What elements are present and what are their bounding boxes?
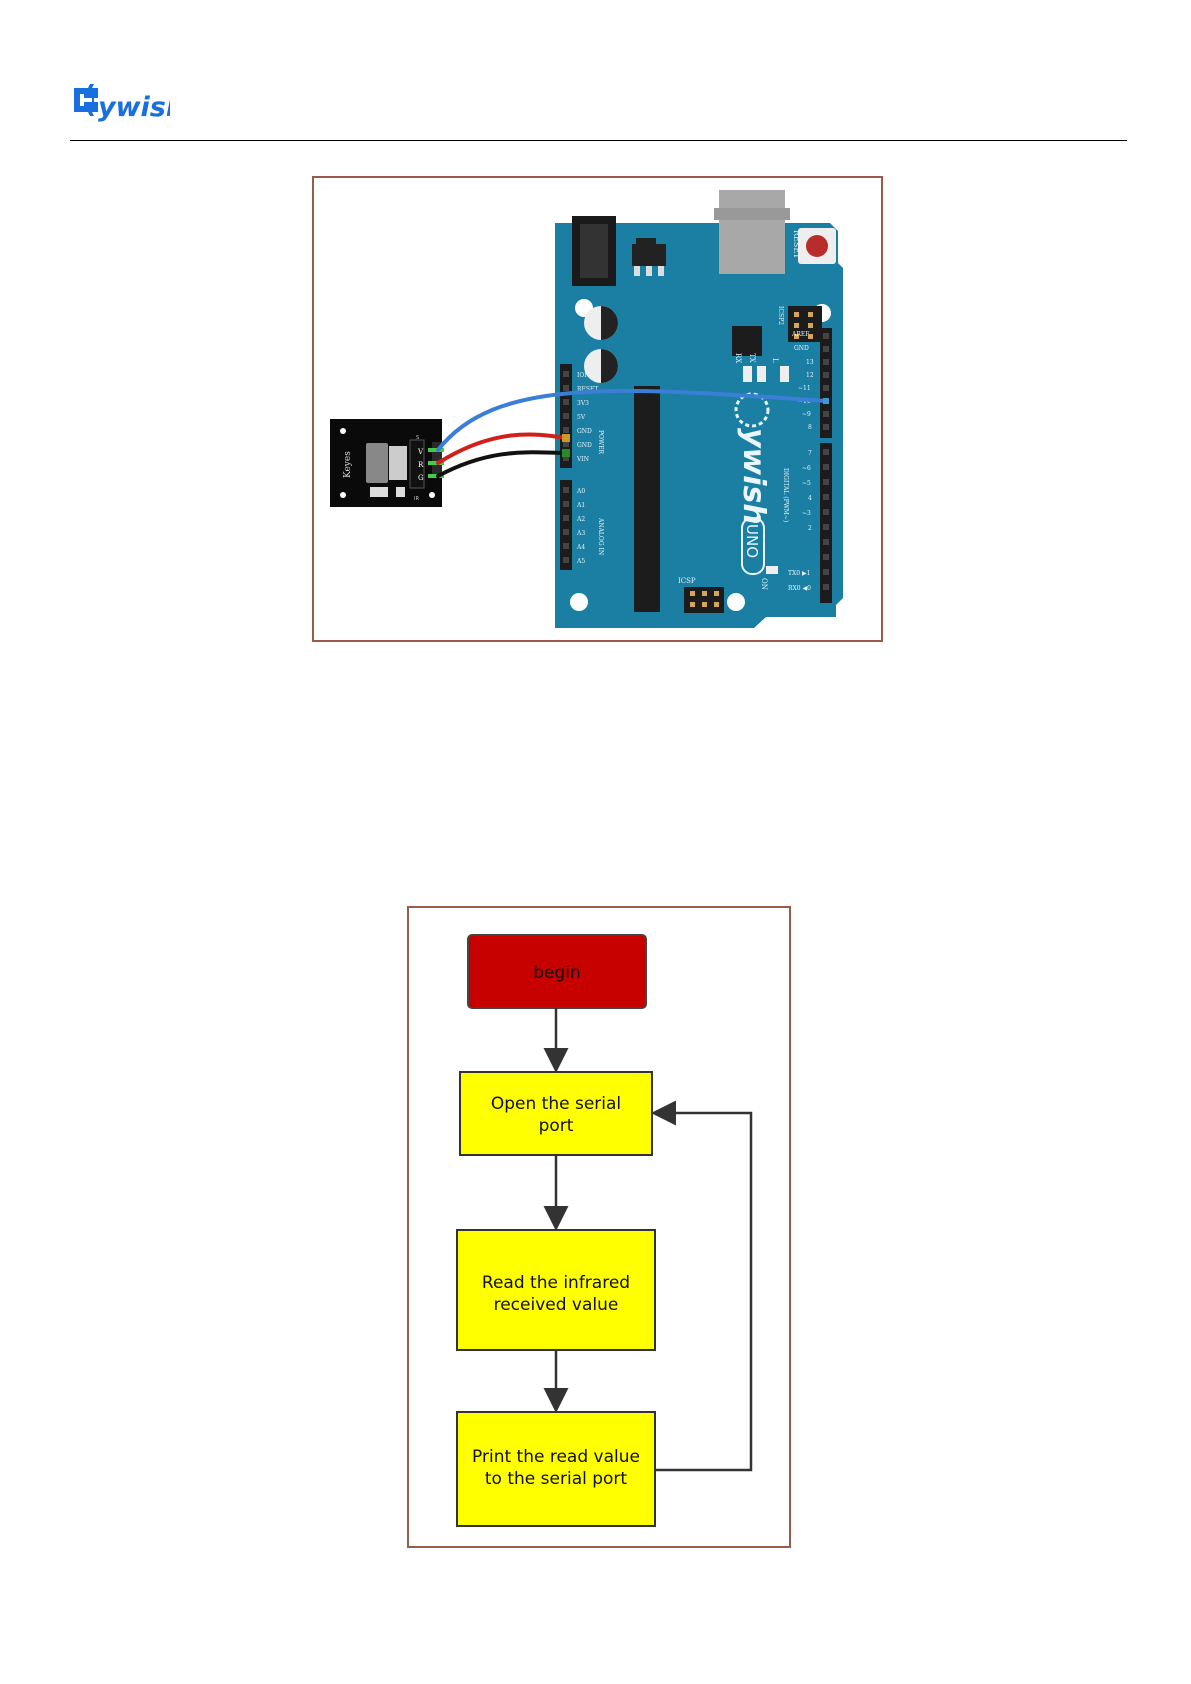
power-pin-label: 5V (577, 414, 586, 421)
digital-pin-label: TX0 ▶1 (788, 570, 810, 577)
company-logo: ywish (70, 84, 185, 129)
microcontroller-chip (634, 386, 660, 612)
vcc-wire (436, 432, 568, 465)
signal-wire (436, 388, 828, 452)
digital-pin-label: 2 (808, 525, 812, 532)
ir-module-brand: Keyes (343, 451, 353, 478)
flow-node-label: Read the infrared (482, 1273, 630, 1293)
ir-pin-label: R (418, 461, 424, 469)
digital-pin-label: 13 (806, 359, 814, 366)
ir-module-top-label: S (416, 435, 419, 441)
on-label: ON (760, 578, 768, 590)
power-pin-label: GND (577, 442, 592, 449)
usb-port (719, 190, 785, 274)
power-pin-label: 3V3 (577, 400, 589, 407)
flow-node-label: Open the serial (491, 1094, 621, 1114)
flow-node-print-value: Print the read value to the serial port (456, 1411, 656, 1527)
digital-pin-label: RX0 ◀0 (788, 585, 811, 592)
digital-pin-labels-bottom: 7 ~6 ~5 4 ~3 2 TX0 ▶1 RX0 ◀0 (788, 450, 812, 592)
ir-module-bottom-label: IR (414, 496, 419, 502)
wiring-diagram-figure: Keyes S IR V R G (312, 176, 883, 642)
digital-pin-label: ~3 (802, 510, 811, 517)
analog-pin-label: A3 (576, 530, 585, 537)
ir-receiver-module: Keyes S IR V R G (330, 419, 444, 507)
power-pin-labels: IOREF RESET 3V3 5V GND GND VIN (576, 372, 598, 463)
flow-node-begin: begin (467, 934, 647, 1009)
flow-node-label: begin (533, 963, 581, 983)
flowchart-figure: begin Open the serial port Read the infr… (407, 906, 791, 1548)
board-brand-gear-icon (734, 392, 770, 428)
power-pin-label: RESET (577, 386, 598, 393)
board-brand: ywish (736, 428, 771, 525)
digital-pin-label: 8 (808, 424, 812, 431)
arduino-board: RESET ICSP2 RX TX L ywish (555, 190, 843, 628)
digital-pin-label: 7 (808, 450, 812, 457)
flow-node-label: Print the read value (472, 1447, 640, 1467)
digital-pin-label: ~10 (798, 398, 811, 405)
digital-pin-label: ~9 (802, 411, 811, 418)
header-divider (70, 140, 1127, 141)
flow-node-label: received value (494, 1295, 619, 1315)
digital-pin-label: ~5 (802, 480, 811, 487)
l-label: L (771, 358, 779, 363)
wires (436, 388, 828, 478)
digital-pin-label: ~11 (798, 385, 811, 392)
aref-label: AREF (791, 331, 809, 338)
flow-arrows (543, 1008, 753, 1472)
digital-pin-label: 12 (806, 372, 814, 379)
logo-text: ywish (98, 92, 170, 123)
board-model: UNO (743, 524, 761, 558)
reset-label: RESET (792, 230, 801, 259)
gnd-label: GND (794, 345, 809, 352)
analog-pin-label: A5 (576, 558, 585, 565)
flow-node-label: to the serial port (485, 1469, 628, 1489)
icsp2-label: ICSP2 (777, 306, 784, 325)
rx-label: RX (734, 353, 742, 363)
power-section-label: POWER (597, 430, 604, 455)
gnd-wire (436, 450, 568, 478)
icsp-label: ICSP (678, 577, 696, 585)
ir-module-pin-labels: V R G (417, 448, 424, 482)
tx-label: TX (748, 353, 756, 363)
power-pin-label: IOREF (577, 372, 597, 379)
gear-logo-icon (74, 84, 98, 116)
flow-node-read-ir: Read the infrared received value (456, 1229, 656, 1351)
flow-loop-arrow (651, 1100, 753, 1472)
flow-node-open-serial: Open the serial port (459, 1071, 653, 1156)
ir-pin-label: G (418, 474, 424, 482)
flow-node-label: port (539, 1116, 574, 1136)
analog-pin-labels: A0 A1 A2 A3 A4 A5 (576, 488, 585, 565)
ir-pin-label: V (417, 448, 424, 456)
analog-pin-label: A4 (576, 544, 585, 551)
digital-pin-label: 4 (808, 495, 812, 502)
analog-pin-label: A2 (576, 516, 585, 523)
analog-pin-label: A0 (576, 488, 585, 495)
analog-pin-label: A1 (576, 502, 585, 509)
digital-pin-labels-top: 13 12 ~11 ~10 ~9 8 (798, 359, 814, 431)
power-pin-label: GND (577, 428, 592, 435)
digital-pin-label: ~6 (802, 465, 811, 472)
digital-section-label: DIGITAL (PWM~) (782, 468, 789, 522)
power-pin-label: VIN (576, 456, 589, 463)
analog-section-label: ANALOG IN (597, 517, 604, 555)
